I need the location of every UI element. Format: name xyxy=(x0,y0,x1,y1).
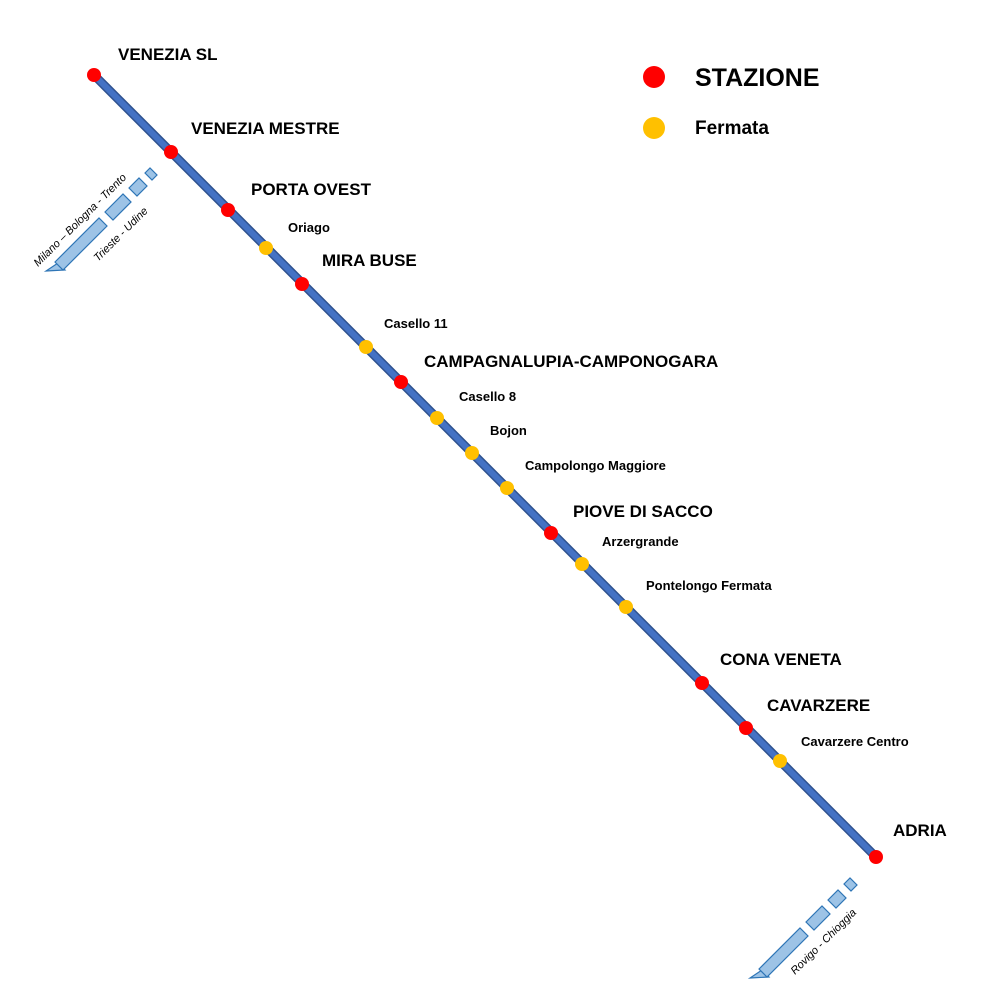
line-body xyxy=(91,72,879,860)
stop-pontelongo-fermata: Pontelongo Fermata xyxy=(619,578,772,614)
legend-station-marker xyxy=(643,66,665,88)
station-label: PORTA OVEST xyxy=(251,180,372,199)
station-label: MIRA BUSE xyxy=(322,251,417,270)
station-label: VENEZIA SL xyxy=(118,45,218,64)
station-marker xyxy=(544,526,558,540)
stop-label: Cavarzere Centro xyxy=(801,734,909,749)
stop-cavarzere-centro: Cavarzere Centro xyxy=(773,734,909,768)
station-marker xyxy=(295,277,309,291)
station-marker xyxy=(221,203,235,217)
station-label: CAVARZERE xyxy=(767,696,870,715)
stop-marker xyxy=(773,754,787,768)
stop-marker xyxy=(500,481,514,495)
railway-line xyxy=(89,70,881,862)
station-mira-buse: MIRA BUSE xyxy=(295,251,417,291)
legend-stop-label: Fermata xyxy=(695,118,769,139)
south-arrow-dash-3 xyxy=(843,877,858,892)
north-arrow-shaft xyxy=(54,217,108,271)
station-venezia-sl: VENEZIA SL xyxy=(87,45,218,82)
stop-label: Arzergrande xyxy=(602,534,679,549)
stop-bojon: Bojon xyxy=(465,423,527,460)
station-label: CAMPAGNALUPIA-CAMPONOGARA xyxy=(424,352,718,371)
south-arrow xyxy=(747,877,858,979)
stop-campolongo-maggiore: Campolongo Maggiore xyxy=(500,458,666,495)
station-cavarzere: CAVARZERE xyxy=(739,696,870,735)
stop-label: Casello 8 xyxy=(459,389,516,404)
stop-marker xyxy=(619,600,633,614)
stop-label: Casello 11 xyxy=(384,316,448,331)
station-adria: ADRIA xyxy=(869,821,947,864)
station-marker xyxy=(869,850,883,864)
legend-stop-marker xyxy=(643,117,665,139)
station-porta-ovest: PORTA OVEST xyxy=(221,180,372,217)
station-venezia-mestre: VENEZIA MESTRE xyxy=(164,119,340,159)
north-arrow-dash-3 xyxy=(144,167,158,181)
station-marker xyxy=(739,721,753,735)
south-arrow-dash-1 xyxy=(805,905,831,931)
north-arrow-dash-1 xyxy=(104,193,132,221)
north-arrow xyxy=(43,167,158,272)
stop-casello-8: Casello 8 xyxy=(430,389,516,425)
stop-label: Pontelongo Fermata xyxy=(646,578,772,593)
stop-marker xyxy=(259,241,273,255)
stations-layer: VENEZIA SL VENEZIA MESTRE PORTA OVEST Oriag… xyxy=(87,45,947,864)
stop-label: Bojon xyxy=(490,423,527,438)
stop-casello-11: Casello 11 xyxy=(359,316,448,354)
connection-label-trieste-udine: Trieste - Udine xyxy=(92,205,151,264)
station-marker xyxy=(87,68,101,82)
station-label: VENEZIA MESTRE xyxy=(191,119,340,138)
stop-marker xyxy=(430,411,444,425)
station-marker xyxy=(164,145,178,159)
station-label: ADRIA xyxy=(893,821,947,840)
south-connections: Rovigo - Chioggia xyxy=(747,877,859,979)
station-marker xyxy=(394,375,408,389)
stop-marker xyxy=(465,446,479,460)
south-arrow-dash-2 xyxy=(827,889,847,909)
north-arrow-dash-2 xyxy=(128,177,148,197)
north-connections: Milano – Bologna - Trento Trieste - Udin… xyxy=(32,167,158,272)
station-label: PIOVE DI SACCO xyxy=(573,502,713,521)
station-marker xyxy=(695,676,709,690)
stop-label: Oriago xyxy=(288,220,330,235)
stop-arzergrande: Arzergrande xyxy=(575,534,679,571)
stop-label: Campolongo Maggiore xyxy=(525,458,666,473)
stop-oriago: Oriago xyxy=(259,220,330,255)
stop-marker xyxy=(575,557,589,571)
legend-station-label: STAZIONE xyxy=(695,64,820,92)
stop-marker xyxy=(359,340,373,354)
station-campagnalupia-camponogara: CAMPAGNALUPIA-CAMPONOGARA xyxy=(394,352,718,389)
station-cona-veneta: CONA VENETA xyxy=(695,650,842,690)
connection-label-milano-bologna-trento: Milano – Bologna - Trento xyxy=(32,172,129,269)
south-arrow-shaft xyxy=(758,927,809,978)
legend: STAZIONE Fermata xyxy=(643,64,820,139)
station-label: CONA VENETA xyxy=(720,650,842,669)
station-piove-di-sacco: PIOVE DI SACCO xyxy=(544,502,713,540)
